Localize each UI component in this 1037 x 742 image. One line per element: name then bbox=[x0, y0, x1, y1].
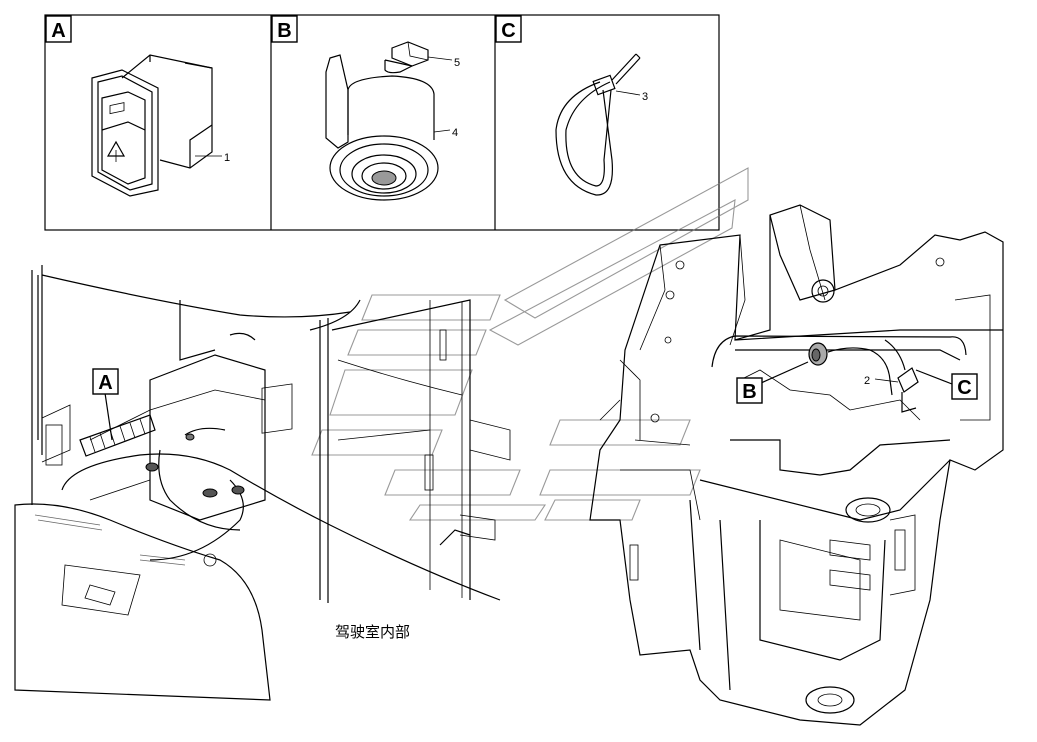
switch-bank bbox=[79, 414, 156, 457]
part-number-3: 3 bbox=[642, 91, 648, 103]
part-number-5: 5 bbox=[454, 57, 460, 69]
cab-interior-drawing bbox=[14, 265, 511, 701]
part-5-callout: 5 bbox=[427, 56, 460, 69]
part-number-1: 1 bbox=[224, 152, 230, 164]
panel-c-letter: C bbox=[501, 20, 515, 42]
watermark-logo bbox=[311, 167, 749, 521]
front-frame-drawing bbox=[589, 204, 1004, 726]
part-number-2: 2 bbox=[864, 375, 870, 387]
panel-b-letter: B bbox=[277, 20, 291, 42]
part-4-callout: 4 bbox=[433, 127, 458, 139]
panel-a-label: A bbox=[45, 15, 72, 43]
panel-a-letter: A bbox=[51, 20, 65, 42]
rocker-switch-drawing bbox=[91, 54, 213, 197]
detail-panels: A B C bbox=[44, 14, 720, 231]
panel-b-label: B bbox=[271, 15, 298, 43]
part-2-callout: 2 bbox=[864, 375, 899, 387]
frame-callout-c: C bbox=[915, 369, 978, 400]
panel-c-label: C bbox=[495, 15, 522, 43]
frame-callout-b-letter: B bbox=[742, 381, 756, 403]
buzzer-drawing bbox=[325, 41, 439, 201]
frame-callout-b: B bbox=[736, 361, 809, 404]
cab-callout-a: A bbox=[92, 368, 119, 441]
part-number-4: 4 bbox=[452, 127, 458, 139]
part-1-callout: 1 bbox=[195, 152, 230, 164]
cab-callout-a-letter: A bbox=[98, 372, 112, 394]
cable-tie-drawing bbox=[555, 53, 641, 196]
part-3-callout: 3 bbox=[615, 90, 648, 103]
frame-callout-c-letter: C bbox=[957, 377, 971, 399]
cab-caption: 驾驶室内部 bbox=[335, 623, 410, 641]
